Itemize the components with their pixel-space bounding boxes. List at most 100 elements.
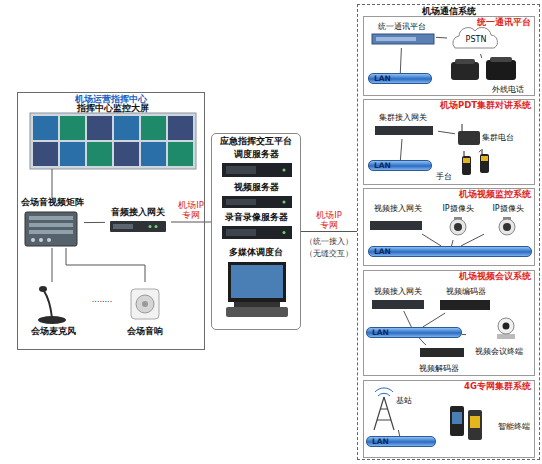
server-part bbox=[283, 231, 286, 234]
matrix-device bbox=[25, 212, 77, 246]
connector-line bbox=[436, 37, 447, 39]
server: 视频服务器 bbox=[218, 183, 294, 210]
desk-phone-part bbox=[451, 62, 479, 80]
server-part bbox=[283, 201, 286, 204]
gateway-device bbox=[110, 221, 166, 232]
subsystem-box: 机场视频监控系统视频接入网关IP摄像头IP摄像头LAN bbox=[363, 188, 535, 266]
device-caption: 多媒体调度台 bbox=[216, 248, 296, 258]
screen-wall-part bbox=[33, 116, 58, 140]
gateway: 视频接入网关 bbox=[366, 287, 430, 311]
device: 音频接入网关 bbox=[105, 208, 171, 236]
connector-line bbox=[66, 248, 145, 282]
server-part bbox=[226, 166, 256, 174]
device-caption: 集群接入网关 bbox=[368, 113, 438, 122]
conference-camera-part bbox=[497, 334, 515, 339]
radio-part bbox=[462, 124, 463, 131]
device-caption: 视频会议终端 bbox=[466, 347, 532, 356]
screen-wall-part bbox=[141, 116, 166, 140]
device-caption: IP摄像头 bbox=[436, 204, 480, 213]
screen-wall-part bbox=[60, 142, 85, 166]
screen-wall-part bbox=[114, 142, 139, 166]
group-box: 机场运营指挥中心指挥中心监控大屏会场音视频矩阵音频接入网关会场麦克风会场音响 bbox=[17, 92, 205, 350]
device-caption: 视频接入网关 bbox=[366, 204, 430, 213]
matrix-device-part bbox=[29, 223, 73, 227]
speaker-part bbox=[142, 301, 148, 307]
device-caption: 视频接入网关 bbox=[366, 287, 430, 296]
handset-part bbox=[482, 149, 483, 154]
desk-phone bbox=[451, 57, 516, 80]
group-box: 机场通信系统统一通讯平台统一通讯平台PSTN外线电话LAN机场PDT集群对讲系统… bbox=[357, 4, 540, 460]
box-title: 机场视频会议系统 bbox=[459, 272, 531, 282]
subsystem-box: 机场视频会议系统视频接入网关视频编码器视频会议终端视频解码器LAN bbox=[363, 270, 535, 376]
console-part bbox=[234, 302, 280, 307]
screen-wall-part bbox=[60, 116, 85, 140]
subsystem-box: 统一通讯平台 统一通讯平台 PSTN 外线电话 LAN bbox=[363, 16, 535, 96]
smart-terminal-part bbox=[450, 406, 464, 436]
switch-part bbox=[376, 37, 416, 41]
camera: IP摄像头 bbox=[484, 204, 532, 240]
server-part bbox=[222, 196, 292, 208]
device-caption: 录音录像服务器 bbox=[218, 213, 294, 223]
console-part bbox=[226, 307, 288, 317]
subsystem-box: 机场PDT集群对讲系统集群接入网关集群电台手台LAN bbox=[363, 99, 535, 185]
screen-wall-part bbox=[168, 142, 193, 166]
microphone-part bbox=[44, 291, 52, 318]
ip-camera bbox=[450, 217, 515, 235]
gateway: 集群接入网关 bbox=[368, 113, 438, 139]
device: 会场麦克风 bbox=[28, 282, 78, 337]
ip-camera-part bbox=[503, 223, 511, 231]
connector-line bbox=[438, 131, 455, 134]
matrix-device-part bbox=[29, 230, 73, 234]
codec-device-part bbox=[420, 348, 464, 357]
connector-line bbox=[400, 48, 401, 73]
lan-bar: LAN bbox=[368, 246, 532, 257]
screen-wall-part bbox=[87, 142, 112, 166]
note-label: ........ bbox=[82, 295, 122, 305]
matrix-device-part bbox=[29, 216, 73, 220]
connector-line bbox=[481, 54, 482, 58]
server-part bbox=[226, 229, 256, 236]
lan-bar: LAN bbox=[368, 160, 432, 171]
device-caption: 音频接入网关 bbox=[105, 208, 171, 218]
console-part bbox=[228, 262, 286, 302]
gateway-device-part bbox=[110, 221, 166, 232]
handset-part bbox=[480, 154, 489, 173]
console: 多媒体调度台 bbox=[216, 248, 296, 320]
gateway-device-part bbox=[375, 126, 433, 135]
box-title: 统一通讯平台 bbox=[477, 18, 531, 28]
device-caption: 视频服务器 bbox=[218, 183, 294, 193]
desk-phone-part bbox=[486, 60, 516, 80]
connector-line bbox=[171, 222, 211, 223]
box-title: 机场通信系统 bbox=[358, 6, 539, 16]
radio bbox=[458, 124, 480, 145]
smart-terminal bbox=[450, 406, 482, 440]
lan-bar: LAN bbox=[368, 73, 432, 84]
gateway-device-part bbox=[113, 224, 133, 229]
matrix-device-part bbox=[47, 238, 51, 242]
lan-bar: LAN bbox=[366, 327, 462, 338]
smart-terminal-part bbox=[468, 410, 482, 440]
speaker-part bbox=[131, 289, 159, 319]
connector-line bbox=[52, 169, 53, 198]
ip-camera-part bbox=[450, 219, 466, 235]
lan-label: LAN bbox=[374, 247, 391, 256]
camera: IP摄像头 bbox=[436, 204, 480, 240]
handset-part bbox=[462, 156, 471, 175]
screen-wall: 指挥中心监控大屏 bbox=[28, 103, 198, 169]
speaker-part bbox=[136, 295, 154, 313]
server: 调度服务器 bbox=[218, 150, 294, 180]
base-station-part bbox=[375, 388, 393, 396]
device-caption: PSTN bbox=[447, 35, 505, 44]
microphone-part bbox=[39, 286, 47, 292]
device-caption: 会场音响 bbox=[120, 327, 170, 337]
desk-phone-part bbox=[490, 57, 512, 62]
connector-line bbox=[419, 338, 426, 345]
conference-camera-part bbox=[498, 318, 514, 334]
handset bbox=[462, 149, 489, 175]
microphone bbox=[38, 286, 66, 324]
device-caption: 统一通讯平台 bbox=[368, 22, 436, 31]
switch-part bbox=[372, 34, 434, 44]
edge-label: 机场IP 专网 bbox=[174, 200, 208, 220]
device-caption: 调度服务器 bbox=[218, 150, 294, 160]
phone: 外线电话 bbox=[445, 58, 530, 94]
